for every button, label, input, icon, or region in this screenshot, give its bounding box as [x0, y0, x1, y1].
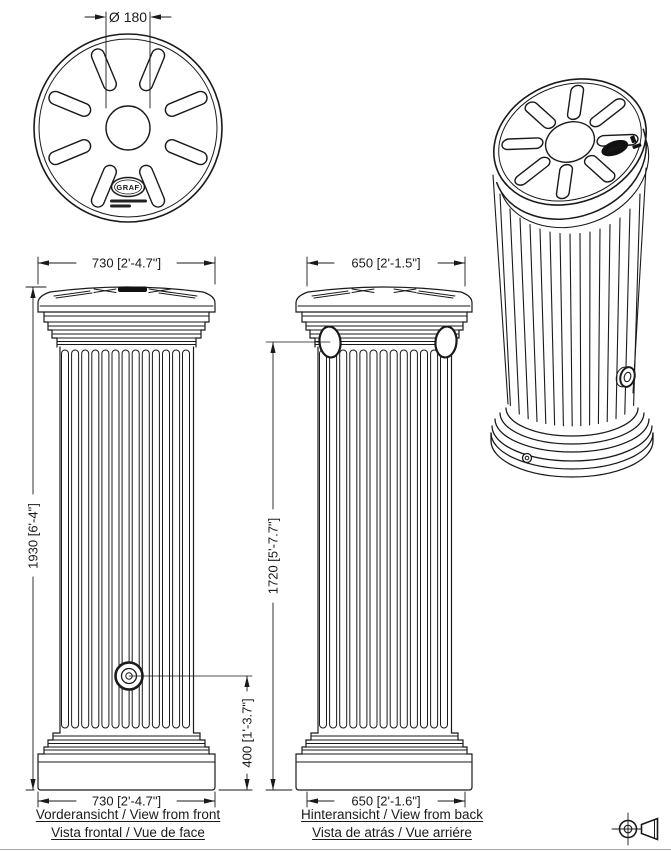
front-top-width-label: 730 [2'-4.7"] — [92, 256, 161, 271]
graf-logo: GRAF — [110, 176, 147, 208]
top-view: GRAF Ø 180 — [33, 9, 223, 223]
logo-subtext-line2 — [110, 204, 131, 208]
diameter-label: Ø 180 — [109, 9, 147, 25]
front-outlet-height-label: 400 [1'-3.7"] — [240, 698, 255, 767]
diameter-dimension: Ø 180 — [84, 9, 172, 109]
front-view-caption: Vorderansicht / View from front Vista fr… — [18, 806, 238, 842]
back-view-caption: Hinteransicht / View from back Vista de … — [282, 806, 502, 842]
perspective-graf-logo: GRAF — [601, 135, 642, 157]
back-dimensions: 650 [2'-1.5"] 650 [2'-1.6"] 1720 [5'-7.7… — [266, 256, 466, 809]
logo-subtext-line1 — [110, 199, 147, 203]
back-caption-line1: Hinteransicht / View from back — [300, 807, 484, 822]
back-height-label: 1720 [5'-7.7"] — [266, 518, 281, 594]
back-bottom-width-label: 650 [2'-1.6"] — [351, 794, 420, 809]
front-flutes — [61, 349, 190, 729]
back-lid-slot-marks — [311, 288, 456, 299]
front-lid-slot-marks — [53, 288, 198, 299]
back-top-width-label: 650 [2'-1.5"] — [351, 256, 420, 271]
back-flutes — [319, 349, 448, 729]
graf-logo-text: GRAF — [116, 183, 139, 192]
svg-text:GRAF: GRAF — [606, 143, 624, 154]
front-bottom-width-label: 730 [2'-4.7"] — [92, 794, 161, 809]
front-caption-line1: Vorderansicht / View from front — [35, 807, 221, 822]
lid-slots — [48, 48, 208, 208]
front-caption-line2: Vista frontal / Vue de face — [51, 825, 205, 840]
front-view — [37, 286, 216, 791]
back-caption-line2: Vista de atrás / Vue arriére — [312, 825, 472, 840]
perspective-view: GRAF — [490, 58, 654, 478]
perspective-tap — [615, 366, 636, 388]
first-angle-projection-symbol — [611, 812, 659, 846]
back-view — [295, 286, 473, 791]
perspective-base — [490, 407, 654, 478]
front-lid-center-recess — [118, 286, 147, 292]
front-dimensions: 730 [2'-4.7"] 730 [2'-4.7"] 1930 [6'-4"]… — [26, 256, 255, 809]
front-height-label: 1930 [6'-4"] — [26, 503, 41, 569]
perspective-body-flutes — [492, 167, 647, 427]
